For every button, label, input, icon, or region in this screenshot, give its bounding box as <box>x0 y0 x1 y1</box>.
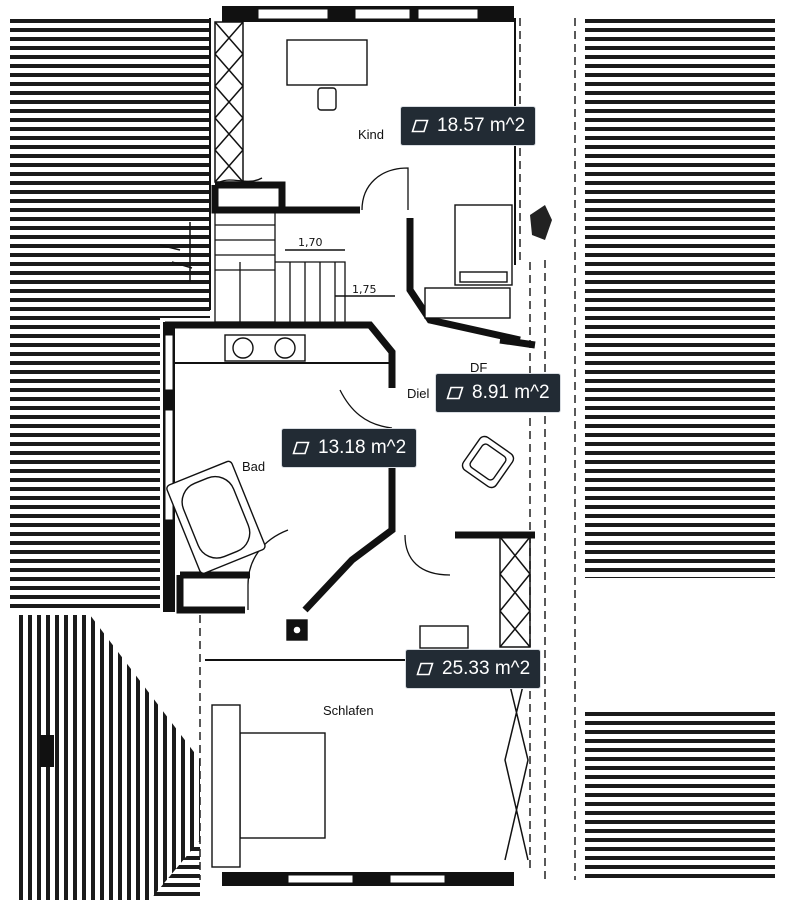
sink-1 <box>232 337 254 359</box>
area-badge-diele[interactable]: 8.91 m^2 <box>435 373 561 413</box>
parallelogram-area-icon <box>411 119 429 133</box>
stair-depth-mark: 1,75 <box>352 283 377 296</box>
bottom-window-2 <box>389 874 446 884</box>
roof-right-lower <box>585 710 775 880</box>
room-label-df: DF <box>470 360 487 375</box>
bad-door <box>339 389 393 429</box>
room-label-kind: Kind <box>358 127 384 142</box>
roof-vent-icon <box>530 205 552 240</box>
area-badge-schlafen[interactable]: 25.33 m^2 <box>405 649 542 689</box>
top-window-1 <box>257 8 329 20</box>
desk <box>286 39 368 86</box>
exterior-walls <box>163 6 514 886</box>
top-window-2 <box>354 8 411 20</box>
bad-corner-door <box>247 529 289 610</box>
bath-window-1 <box>164 334 174 391</box>
roof-hatching <box>10 18 775 900</box>
room-label-diele: Diel <box>407 386 430 401</box>
armchair <box>461 435 515 489</box>
kind-shelf <box>424 287 511 319</box>
roof-left-upper-notch <box>160 18 210 318</box>
bath-window-2 <box>164 409 174 521</box>
dresser <box>419 625 469 649</box>
sketch-marks <box>159 222 395 297</box>
bed-double <box>239 732 326 839</box>
area-value-bad: 13.18 m^2 <box>318 437 407 458</box>
left-window-mark <box>40 735 54 767</box>
room-label-schlafen: Schlafen <box>323 703 374 718</box>
bed-headboard <box>211 704 241 868</box>
room-label-bad: Bad <box>242 459 265 474</box>
bottom-wall <box>222 872 514 886</box>
parallelogram-area-icon <box>416 662 434 676</box>
area-value-diele: 8.91 m^2 <box>472 382 550 403</box>
parallelogram-area-icon <box>446 386 464 400</box>
storage-columns <box>214 21 531 861</box>
staircase <box>214 177 346 323</box>
area-badge-kind[interactable]: 18.57 m^2 <box>400 106 537 146</box>
chair <box>317 87 337 111</box>
kind-door <box>361 167 409 211</box>
interior-walls <box>165 181 536 614</box>
area-badge-bad[interactable]: 13.18 m^2 <box>281 428 418 468</box>
area-value-kind: 18.57 m^2 <box>437 115 526 136</box>
doors <box>247 167 451 610</box>
roof-right <box>585 18 775 578</box>
top-window-3 <box>417 8 479 20</box>
area-value-schlafen: 25.33 m^2 <box>442 658 531 679</box>
roof-bottom-left-triangle <box>150 840 200 900</box>
sink-2 <box>274 337 296 359</box>
bathtub <box>166 460 266 574</box>
schlafen-door <box>404 534 451 576</box>
bottom-window-1 <box>287 874 354 884</box>
roof-bottom-left <box>15 615 200 900</box>
kind-bed-pillow <box>459 271 508 283</box>
roof-left <box>10 18 160 608</box>
stair-width-mark: 1,70 <box>298 236 323 249</box>
furniture <box>166 39 515 868</box>
parallelogram-area-icon <box>292 441 310 455</box>
